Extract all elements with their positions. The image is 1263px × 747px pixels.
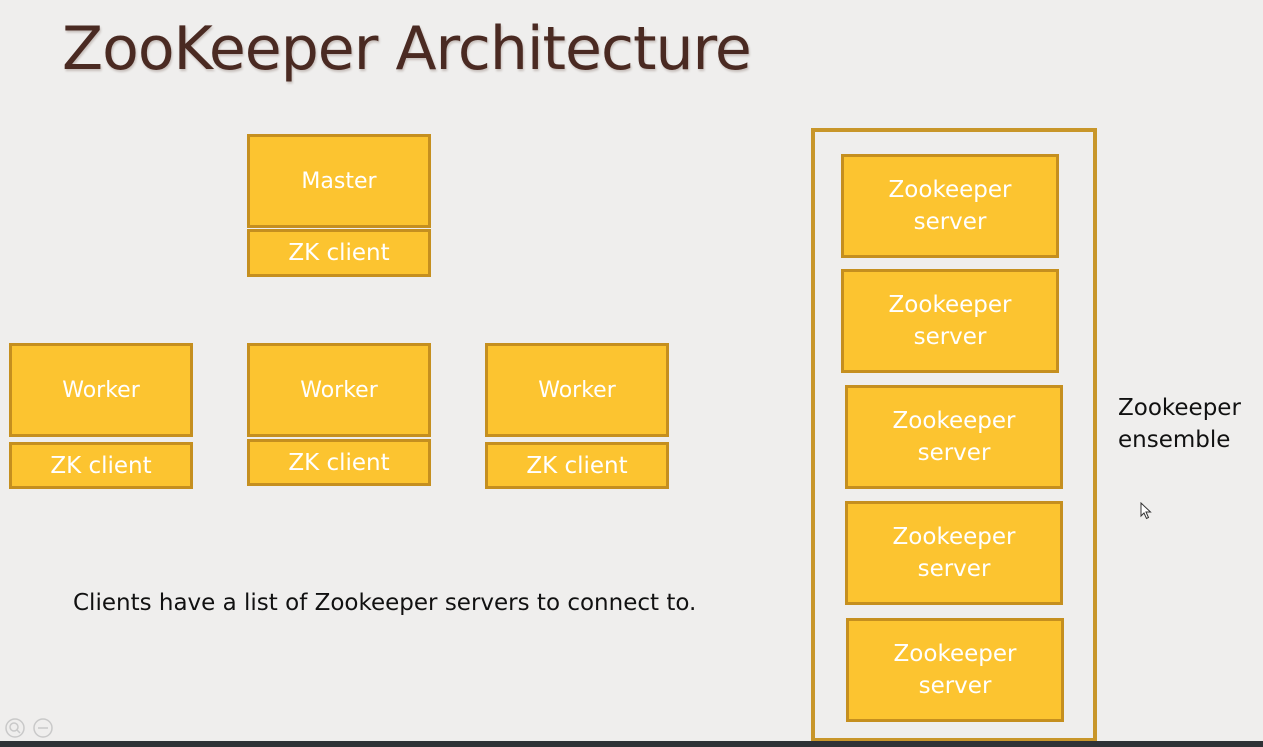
zookeeper-server-box: Zookeeper server — [841, 269, 1059, 373]
zoom-in-icon[interactable] — [5, 718, 25, 738]
master-node: Master ZK client — [247, 134, 431, 277]
master-box: Master — [247, 134, 431, 228]
zookeeper-server-box: Zookeeper server — [841, 154, 1059, 258]
worker-box: Worker — [485, 343, 669, 437]
worker-zk-client-box: ZK client — [247, 439, 431, 486]
worker-zk-client-box: ZK client — [9, 442, 193, 489]
zookeeper-server-box: Zookeeper server — [845, 501, 1063, 605]
mouse-cursor-icon — [1140, 502, 1152, 520]
bottom-bar — [0, 741, 1263, 747]
worker-node-2: Worker ZK client — [247, 343, 431, 486]
worker-box: Worker — [247, 343, 431, 437]
worker-zk-client-box: ZK client — [485, 442, 669, 489]
worker-box: Worker — [9, 343, 193, 437]
master-zk-client-box: ZK client — [247, 229, 431, 277]
zoom-out-icon[interactable] — [33, 718, 53, 738]
worker-node-1: Worker ZK client — [9, 343, 193, 489]
slide-title: ZooKeeper Architecture — [62, 14, 752, 84]
zookeeper-ensemble-frame — [811, 128, 1097, 742]
worker-node-3: Worker ZK client — [485, 343, 669, 489]
zookeeper-server-box: Zookeeper server — [845, 385, 1063, 489]
ensemble-label: Zookeeper ensemble — [1118, 395, 1241, 453]
zookeeper-server-box: Zookeeper server — [846, 618, 1064, 722]
slide-caption: Clients have a list of Zookeeper servers… — [73, 590, 697, 616]
